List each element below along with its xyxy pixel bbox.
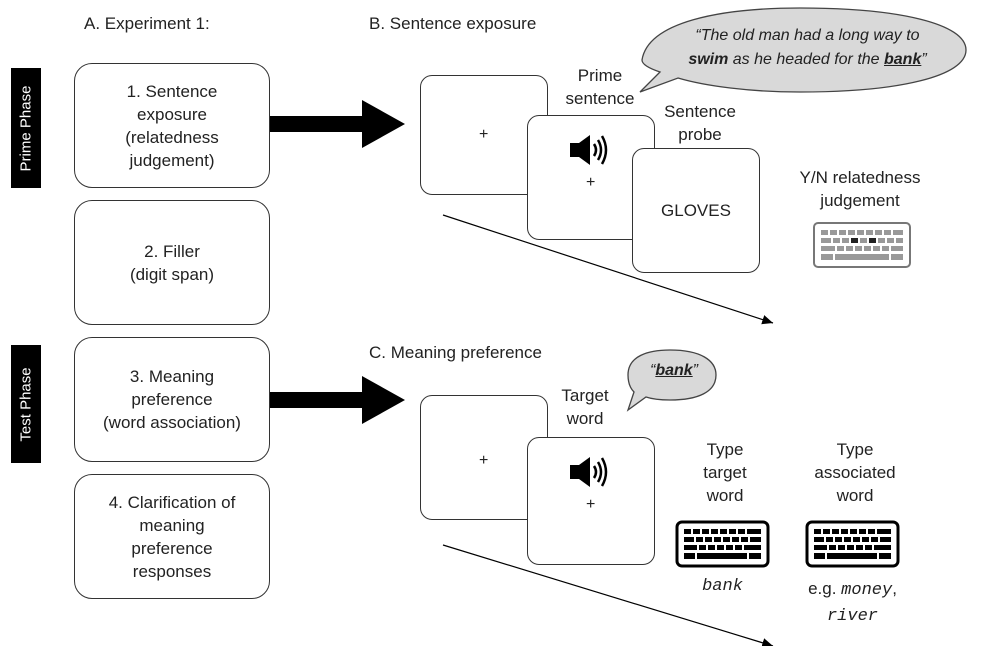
target-label-line: word	[566, 409, 604, 428]
type-target-line: target	[703, 463, 747, 482]
panel-a-title: A. Experiment 1:	[84, 14, 210, 33]
stage-2-line: (digit span)	[129, 264, 215, 284]
timeline-arrow-b	[442, 214, 774, 325]
stage-4-line: 4. Clarification of	[108, 492, 236, 512]
sentence-probe-label: Sentence probe	[660, 100, 740, 146]
target-label-line: Target	[561, 386, 609, 405]
speech-bubble-b	[639, 7, 967, 93]
type-assoc-line: associated	[814, 463, 896, 482]
assoc-example-money: money	[841, 581, 893, 600]
type-assoc-line: word	[836, 486, 874, 505]
speech-bubble-c	[626, 349, 717, 412]
speech-text-c: “bank”	[638, 362, 710, 380]
type-associated-label: Type associated word	[800, 438, 910, 507]
probe-label-line: probe	[678, 125, 722, 144]
stage-3-line: 3. Meaning	[129, 367, 215, 386]
speech-b-mid: as he headed for the	[728, 51, 884, 68]
judgement-label: Y/N relatedness judgement	[780, 166, 940, 212]
timeline-arrow-c	[442, 544, 774, 646]
probe-screen: GLOVES	[632, 148, 760, 273]
stage-1-line: judgement)	[129, 150, 215, 170]
stage-1-box: 1. Sentence exposure (relatedness judgem…	[74, 63, 270, 188]
target-screen: +	[527, 437, 655, 565]
stage-4-line: meaning	[139, 515, 205, 535]
speaker-icon	[570, 135, 608, 165]
stage-3-line: (word association)	[103, 413, 241, 432]
stage-4-line: preference	[131, 538, 213, 558]
fixation-screen-b: +	[420, 75, 548, 195]
probe-word: GLOVES	[661, 200, 731, 220]
assoc-example-sep: ,	[892, 579, 897, 598]
type-target-line: word	[706, 486, 744, 505]
judgement-label-line: Y/N relatedness	[799, 168, 921, 187]
stage-4-line: responses	[132, 561, 212, 581]
stage-3-box: 3. Meaning preference (word association)	[74, 337, 270, 462]
stage-1-line: exposure	[137, 104, 207, 124]
keyboard-icon	[813, 222, 911, 268]
type-target-line: Type	[706, 440, 744, 459]
speech-b-bold-bank: bank	[884, 51, 922, 68]
assoc-example-prefix: e.g.	[808, 579, 842, 598]
test-phase-tab: Test Phase	[11, 345, 41, 463]
stage-1-line: (relatedness	[125, 127, 219, 147]
type-target-label: Type target word	[680, 438, 770, 507]
fixation-cross: +	[586, 174, 596, 191]
test-phase-label: Test Phase	[17, 366, 35, 442]
prime-sentence-label: Prime sentence	[560, 64, 640, 110]
stage-2-box: 2. Filler (digit span)	[74, 200, 270, 325]
speech-text-b: “The old man had a long way to swim as h…	[655, 24, 960, 72]
type-assoc-line: Type	[836, 440, 874, 459]
target-example: bank	[702, 577, 743, 596]
fixation-cross: +	[586, 496, 596, 513]
prime-phase-tab: Prime Phase	[11, 68, 41, 188]
speaker-icon	[570, 457, 608, 487]
assoc-example-river: river	[826, 607, 878, 626]
prime-phase-label: Prime Phase	[17, 85, 35, 171]
stage-3-line: preference	[131, 390, 213, 409]
speech-c-open: “	[650, 362, 656, 379]
arrow-sentence-exposure	[268, 100, 405, 148]
panel-b-title: B. Sentence exposure	[369, 14, 537, 33]
stage-1-line: 1. Sentence	[126, 81, 218, 101]
keyboard-icon	[675, 520, 770, 568]
probe-label-line: Sentence	[664, 102, 736, 121]
speech-c-bank: bank	[655, 362, 693, 379]
speech-b-close: ”	[921, 51, 927, 68]
keyboard-icon	[805, 520, 900, 568]
target-word-label: Target word	[545, 384, 625, 430]
arrow-meaning-preference	[268, 376, 405, 424]
stage-2-line: 2. Filler	[144, 241, 200, 261]
prime-label-line: Prime	[577, 66, 623, 85]
fixation-cross: +	[479, 126, 489, 143]
associated-example: e.g. money, river	[790, 577, 915, 629]
panel-c-title: C. Meaning preference	[369, 343, 542, 362]
prime-label-line: sentence	[565, 89, 635, 108]
fixation-screen-c: +	[420, 395, 548, 520]
speech-b-bold-swim: swim	[688, 51, 729, 68]
stage-4-box: 4. Clarification of meaning preference r…	[74, 474, 270, 599]
judgement-label-line: judgement	[820, 191, 900, 210]
speech-c-close: ”	[692, 362, 698, 379]
fixation-cross: +	[479, 452, 489, 469]
speech-b-line1: “The old man had a long way to	[695, 27, 920, 44]
